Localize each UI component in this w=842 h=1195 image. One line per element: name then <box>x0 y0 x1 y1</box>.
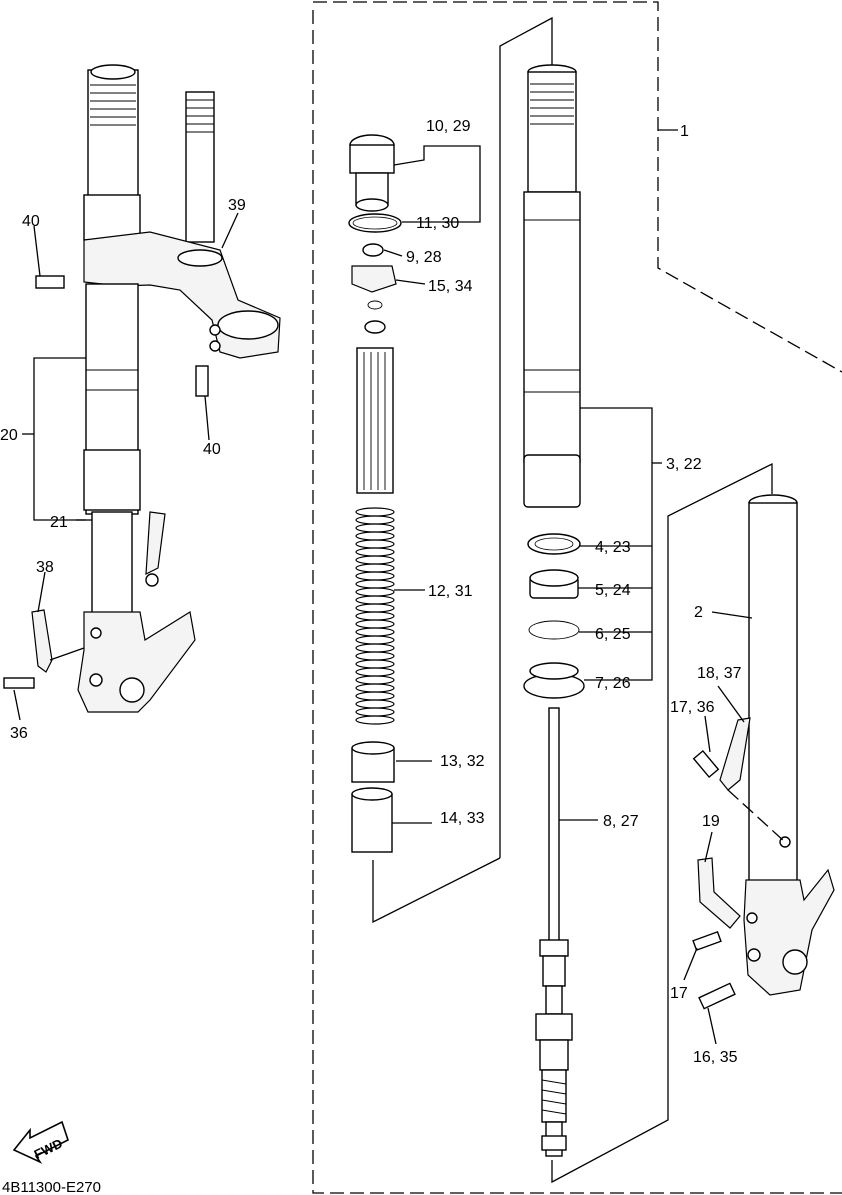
far-right-leaders <box>683 611 753 1045</box>
collar-15 <box>351 265 397 293</box>
callout-12-31: 12, 31 <box>428 583 473 600</box>
spring-coil <box>355 659 395 669</box>
callout-17: 17 <box>670 985 688 1002</box>
assembled-fork-left <box>3 64 281 713</box>
spring-coil <box>355 531 395 541</box>
diagram-code: 4B11300-E270 <box>2 1179 101 1195</box>
callout-18-37: 18, 37 <box>697 665 742 682</box>
retaining-clip <box>528 620 580 640</box>
callout-16-35: 16, 35 <box>693 1049 738 1066</box>
spring-coil <box>355 667 395 677</box>
spring-coil <box>355 675 395 685</box>
callout-2: 2 <box>694 604 703 621</box>
callout-38: 38 <box>36 559 54 576</box>
spring-coil <box>355 587 395 597</box>
bracket-18 <box>719 717 751 791</box>
damper-rod <box>548 707 560 945</box>
inner-tube-upper <box>87 69 139 201</box>
spring-coil <box>355 627 395 637</box>
callout-15-34: 15, 34 <box>428 278 473 295</box>
left-leaders <box>13 212 239 721</box>
axle-bracket <box>77 611 196 713</box>
axle-bolt-16 <box>698 982 736 1010</box>
callout-40-top: 40 <box>22 213 40 230</box>
callout-13-32: 13, 32 <box>440 753 485 770</box>
callout-6-25: 6, 25 <box>595 626 631 643</box>
callout-14-33: 14, 33 <box>440 810 485 827</box>
callout-7-26: 7, 26 <box>595 675 631 692</box>
pinch-bolt-lower <box>195 365 209 397</box>
spring-coil <box>355 595 395 605</box>
callout-17-36: 17, 36 <box>670 699 715 716</box>
spring-coil <box>355 515 395 525</box>
callout-3-22: 3, 22 <box>666 456 702 473</box>
outer-axle-bracket <box>743 868 835 996</box>
callout-39: 39 <box>228 197 246 214</box>
spring-coil <box>355 507 395 517</box>
spring-coil <box>355 643 395 653</box>
callout-40-bottom: 40 <box>203 441 221 458</box>
spring-coil <box>355 571 395 581</box>
bolt-17-36 <box>692 749 720 779</box>
spring-coil <box>355 715 395 725</box>
right-center-leaders <box>551 129 773 1184</box>
fork-inner-tube <box>527 71 577 193</box>
damper-cylinder <box>356 347 394 494</box>
spring-coil <box>355 547 395 557</box>
callout-11-30: 11, 30 <box>416 215 459 232</box>
inner-tube-assembly <box>523 64 585 1157</box>
outer-tube <box>91 511 133 623</box>
spring-coil <box>355 699 395 709</box>
callout-10-29: 10, 29 <box>426 118 471 135</box>
outer-tube-assembly <box>692 494 835 1010</box>
bracket-19 <box>697 857 741 929</box>
bolt-36 <box>3 677 35 689</box>
damper-parts-middle <box>348 134 402 853</box>
bolt-17 <box>692 930 722 952</box>
brake-hose-holder <box>31 609 53 673</box>
nut-9 <box>362 243 384 257</box>
callout-5-24: 5, 24 <box>595 582 631 599</box>
spring-coil <box>355 707 395 717</box>
callout-4-23: 4, 23 <box>595 539 631 556</box>
spring-coil <box>355 651 395 661</box>
callout-36: 36 <box>10 725 28 742</box>
callout-21: 21 <box>50 514 68 531</box>
collar-14 <box>351 793 393 853</box>
pinch-bolt-upper <box>35 275 65 289</box>
spring-coil <box>355 691 395 701</box>
fwd-arrow-icon: FWD <box>12 1120 69 1164</box>
middle-leaders <box>372 16 553 924</box>
callout-9-28: 9, 28 <box>406 249 442 266</box>
spring-coil <box>355 555 395 565</box>
spring-coil <box>355 563 395 573</box>
steering-stem <box>185 91 215 243</box>
subassembly-dashed-frame <box>312 1 842 1194</box>
callout-20: 20 <box>0 427 18 444</box>
callout-1: 1 <box>680 123 689 140</box>
callout-19: 19 <box>702 813 720 830</box>
spring-coil <box>355 611 395 621</box>
spring-coil <box>355 683 395 693</box>
spring-coil <box>355 619 395 629</box>
callout-8-27: 8, 27 <box>603 813 639 830</box>
spring-coil <box>355 539 395 549</box>
fork-spring <box>355 507 395 725</box>
spring-coil <box>355 523 395 533</box>
spring-coil <box>355 579 395 589</box>
slide-bush-region <box>523 454 581 508</box>
spring-coil <box>355 603 395 613</box>
fork-outer-tube <box>748 502 798 884</box>
spring-coil <box>355 635 395 645</box>
